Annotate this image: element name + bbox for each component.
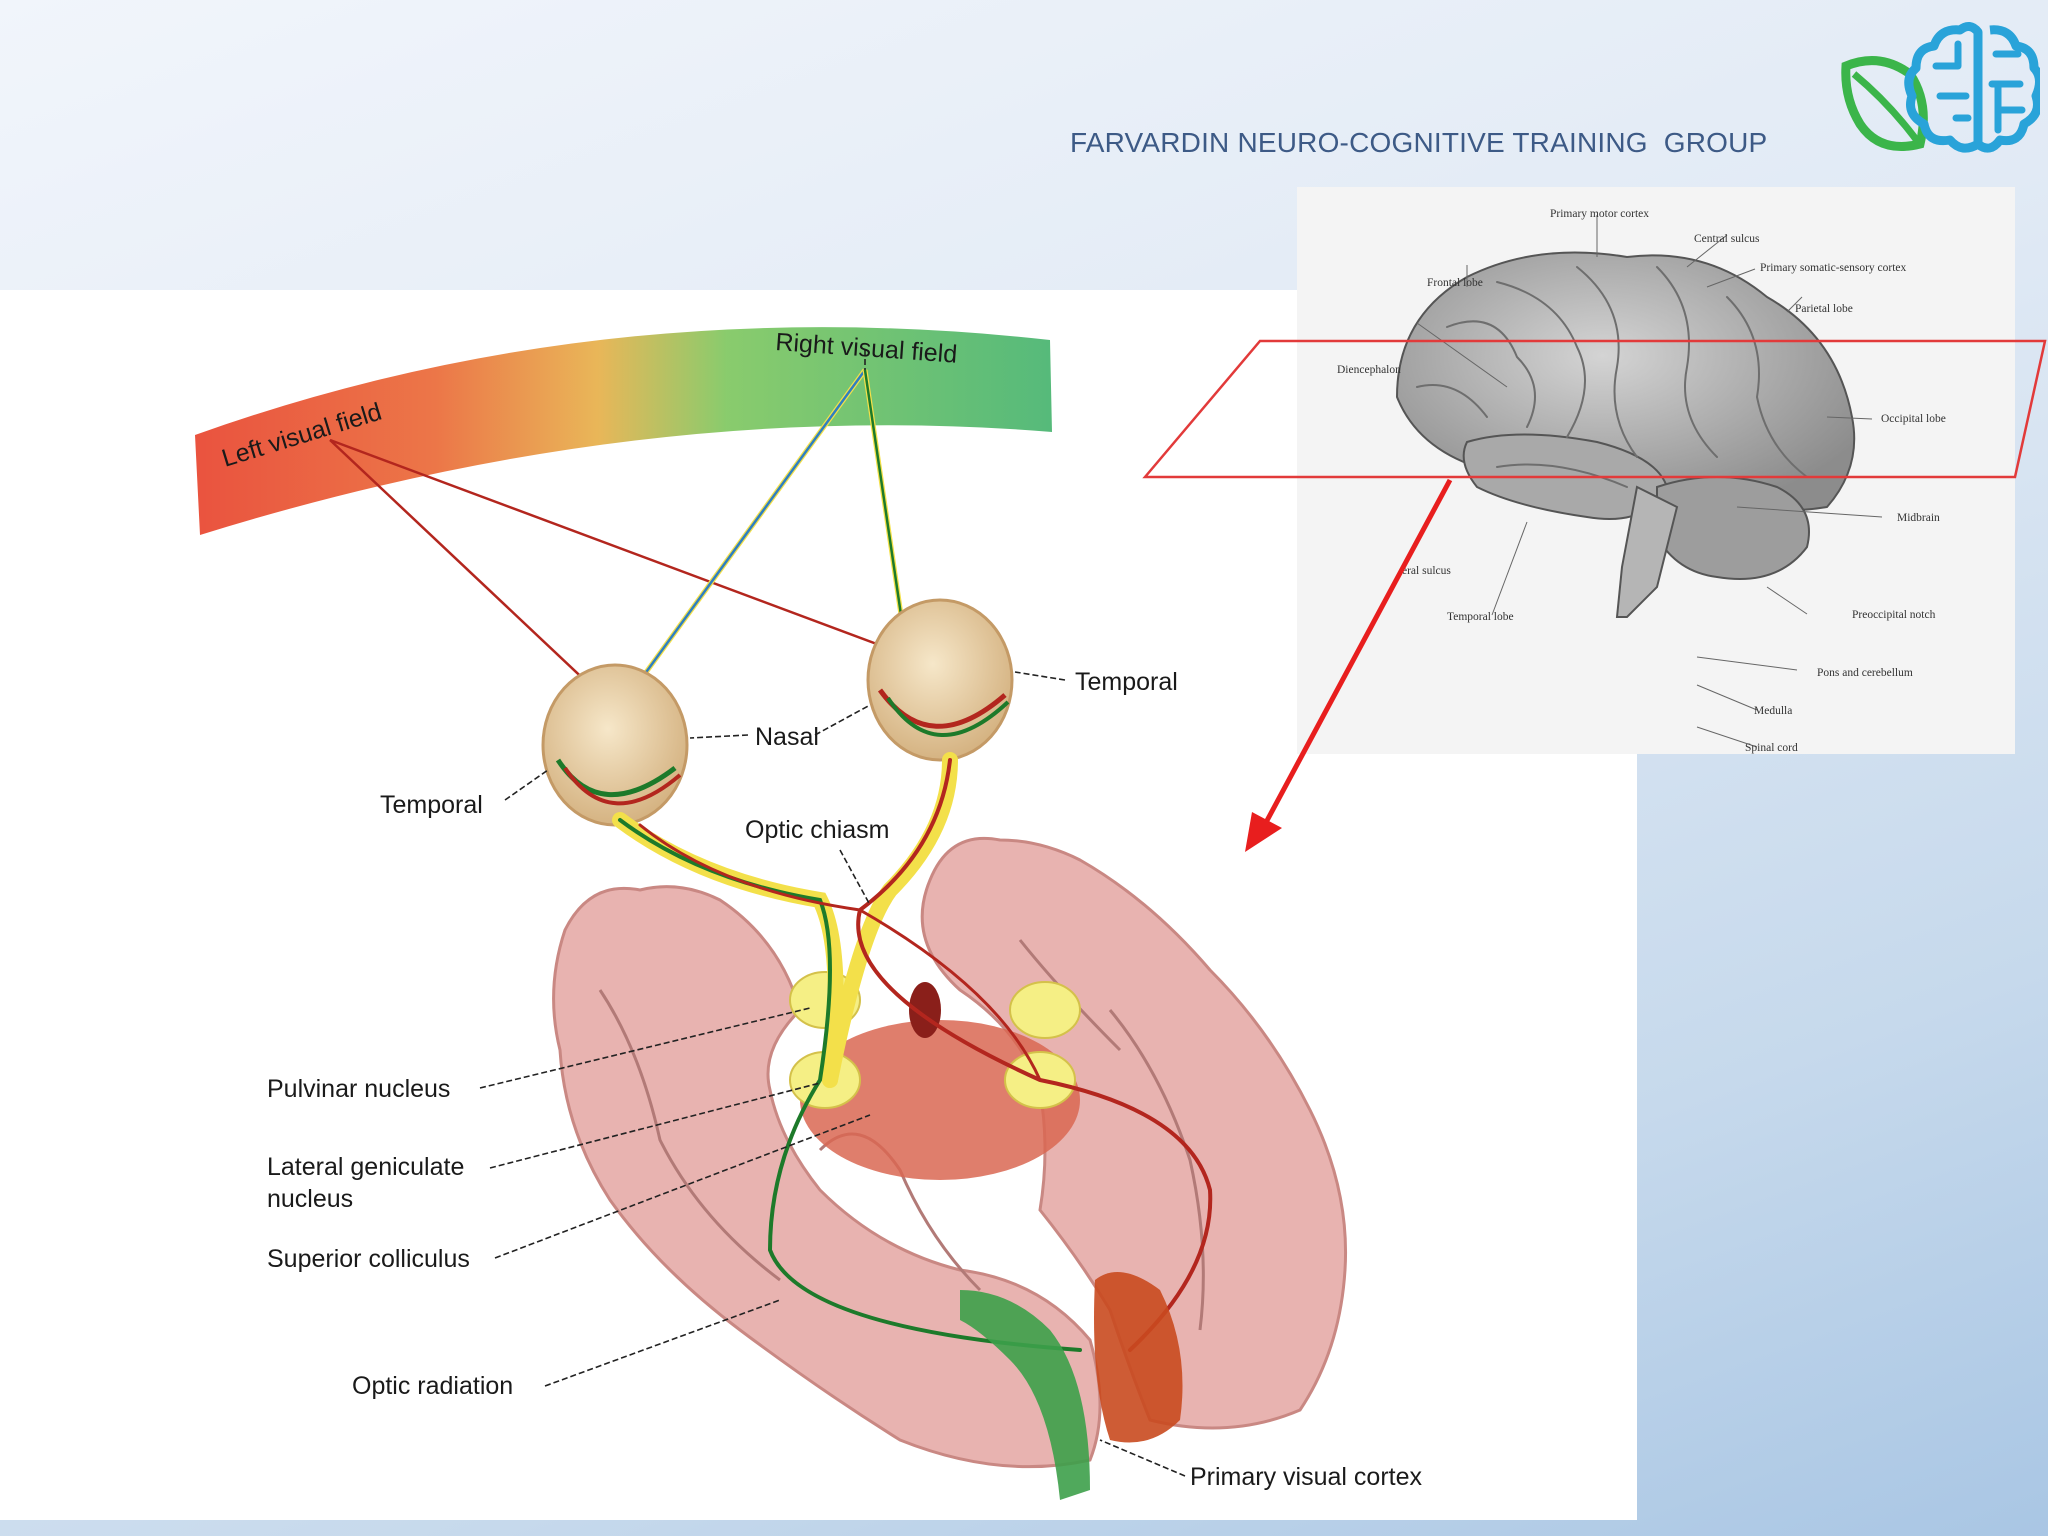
- left-eye: [541, 663, 689, 827]
- optic-chiasm-label: Optic chiasm: [745, 816, 889, 844]
- spinal-cord-label: Spinal cord: [1745, 742, 1798, 754]
- primary-visual-cortex-label: Primary visual cortex: [1190, 1463, 1422, 1491]
- right-eye: [866, 598, 1014, 762]
- lgn-label-line2: nucleus: [267, 1185, 353, 1213]
- lateral-brain-panel: Primary motor cortex Central sulcus Prim…: [1297, 187, 2015, 754]
- pons-cerebellum-label: Pons and cerebellum: [1817, 667, 1913, 679]
- primary-motor-cortex-label: Primary motor cortex: [1550, 208, 1649, 220]
- brain-leaf-icon: [1841, 22, 2040, 153]
- lgn-label-line1: Lateral geniculate: [267, 1153, 464, 1181]
- diencephalon-label: Diencephalon: [1337, 364, 1401, 376]
- visual-cortex-red: [1094, 1272, 1183, 1443]
- visual-cortex-green: [960, 1290, 1090, 1500]
- temporal-right-label: Temporal: [1075, 668, 1178, 696]
- optic-pathways: [612, 752, 1213, 1352]
- lateral-brain-diagram: Primary motor cortex Central sulcus Prim…: [1337, 208, 1946, 754]
- nasal-label: Nasal: [755, 723, 819, 751]
- cerebellum: [1656, 476, 1810, 580]
- visual-field-band: [195, 327, 1052, 535]
- visual-pathway-diagram: Left visual field Right visual field Tem…: [195, 327, 1422, 1500]
- parietal-lobe-label: Parietal lobe: [1795, 303, 1853, 315]
- central-sulcus-label: Central sulcus: [1694, 233, 1760, 245]
- brainstem: [1615, 485, 1679, 618]
- preoccipital-notch-label: Preoccipital notch: [1852, 609, 1936, 621]
- annotation-leaders: [479, 350, 1186, 1477]
- optic-radiation-label: Optic radiation: [352, 1372, 513, 1400]
- temporal-left-label: Temporal: [380, 791, 483, 819]
- pulvinar-nucleus-label: Pulvinar nucleus: [267, 1075, 450, 1103]
- superior-colliculus-label: Superior colliculus: [267, 1245, 470, 1273]
- organization-title: FARVARDIN NEURO-COGNITIVE TRAINING GROUP: [1070, 127, 1768, 158]
- medulla-label: Medulla: [1754, 705, 1792, 717]
- frontal-lobe-label: Frontal lobe: [1427, 277, 1483, 289]
- occipital-lobe-label: Occipital lobe: [1881, 413, 1946, 425]
- lateral-sulcus-label: eral sulcus: [1402, 565, 1451, 577]
- midbrain-label: Midbrain: [1897, 512, 1940, 524]
- temporal-lobe-label: Temporal lobe: [1447, 611, 1514, 623]
- primary-somatic-sensory-cortex-label: Primary somatic-sensory cortex: [1760, 262, 1907, 274]
